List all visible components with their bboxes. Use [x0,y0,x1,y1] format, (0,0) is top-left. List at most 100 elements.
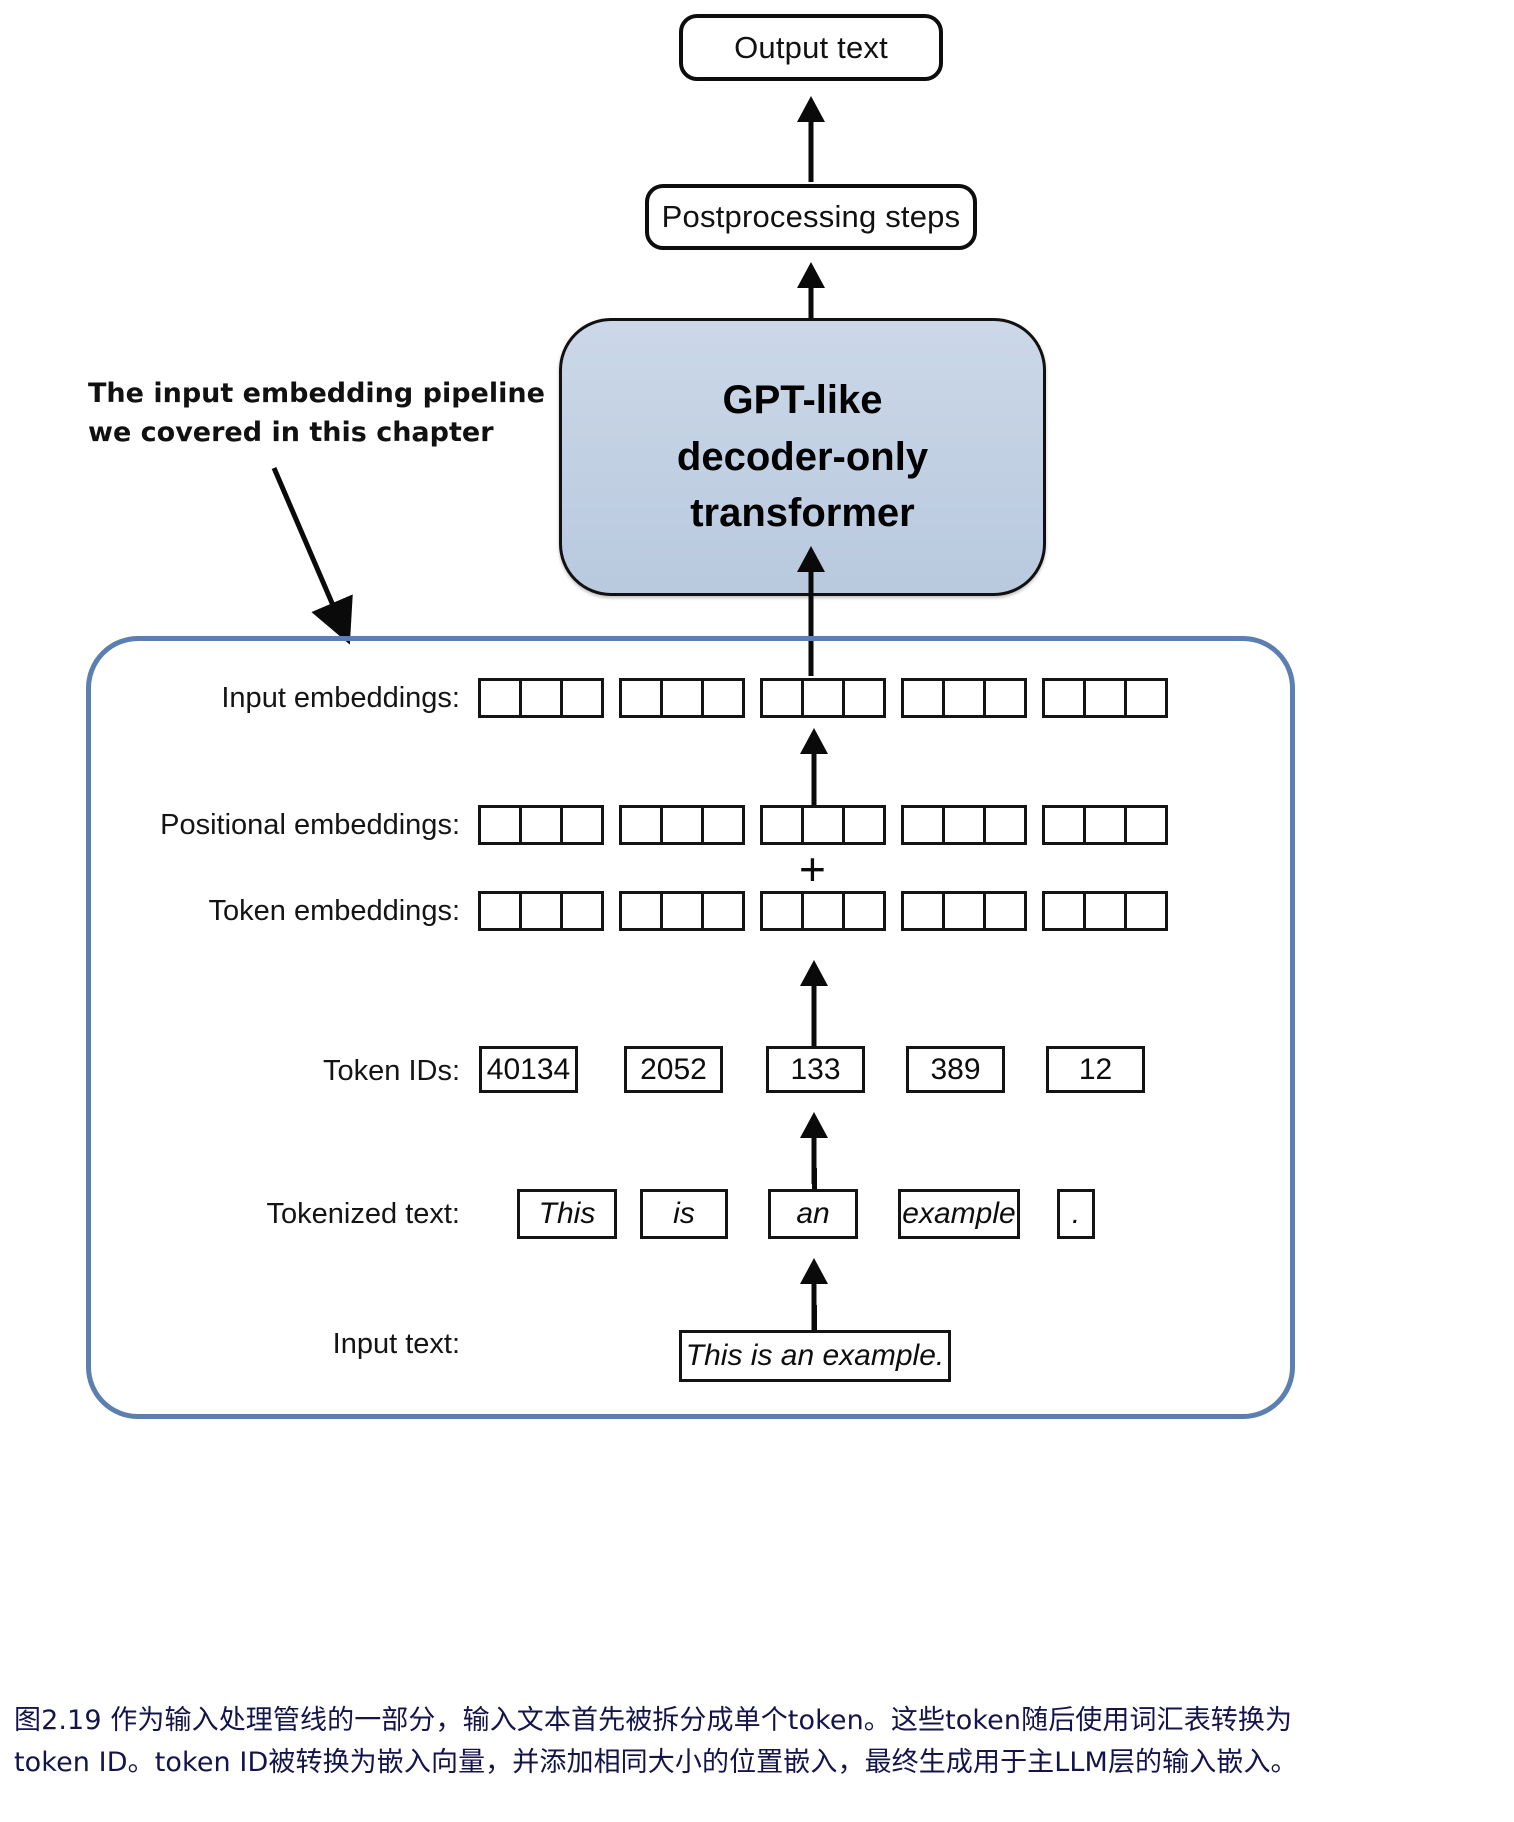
connector-line-tokenized-to-ids [812,1168,817,1192]
positional-embeddings-group-1 [478,805,604,845]
input-embeddings-group-3 [760,678,886,718]
tokenized-text-box-2: is [640,1189,728,1239]
token-id-box-1: 40134 [479,1046,578,1093]
transformer-line-3: transformer [690,491,915,536]
transformer-line-2: decoder-only [676,434,929,479]
embedding-cell [760,805,804,845]
embedding-cell [701,678,745,718]
embedding-cell [901,678,945,718]
tokenized-text-box-4: example [898,1189,1020,1239]
arrow-shaft [808,118,814,182]
embedding-cell [901,891,945,931]
arrow-shaft [808,568,814,676]
arrow-head-icon [800,1112,828,1138]
embedding-cell [701,805,745,845]
embedding-cell [1083,805,1127,845]
embedding-cell [660,891,704,931]
embedding-cell [801,805,845,845]
embedding-cell [1042,805,1086,845]
embedding-cell [942,678,986,718]
token-id-box-3: 133 [766,1046,865,1093]
embedding-cell [560,678,604,718]
row-label-tokenized-text: Tokenized text: [266,1198,460,1230]
embedding-cell [842,805,886,845]
embedding-cell [942,891,986,931]
arrow-shaft [808,284,814,324]
postprocessing-steps-box: Postprocessing steps [645,184,977,250]
embedding-cell [1124,805,1168,845]
embedding-cell [478,678,522,718]
arrow-head-icon [797,546,825,572]
positional-embeddings-group-2 [619,805,745,845]
embedding-cell [619,678,663,718]
embedding-cell [519,678,563,718]
row-label-token-ids: Token IDs: [323,1055,460,1087]
embedding-cell [842,891,886,931]
postprocessing-steps-label: Postprocessing steps [661,199,961,234]
input-text-box: This is an example. [679,1330,951,1382]
tokenized-text-box-3: an [768,1189,858,1239]
embedding-cell [701,891,745,931]
row-label-input-text: Input text: [332,1328,460,1360]
pipeline-annotation: The input embedding pipeline we covered … [88,374,545,452]
embedding-cell [1083,678,1127,718]
token-embeddings-group-3 [760,891,886,931]
arrow-head-icon [800,960,828,986]
arrow-shaft [811,1134,817,1184]
connector-line-input-to-tokenized [812,1305,817,1335]
embedding-cell [983,891,1027,931]
caption-line-2: token ID。token ID被转换为嵌入向量，并添加相同大小的位置嵌入，最… [14,1746,1298,1778]
token-embeddings-group-5 [1042,891,1168,931]
arrow-shaft [811,750,817,806]
embedding-cell [1083,891,1127,931]
embedding-cell [1042,891,1086,931]
embedding-cell [801,678,845,718]
row-label-input-embeddings: Input embeddings: [221,682,460,714]
arrow-head-icon [800,1258,828,1284]
embedding-cell [519,891,563,931]
output-text-box: Output text [679,14,943,81]
transformer-line-1: GPT-like [722,377,883,422]
annotation-line-2: we covered in this chapter [88,417,494,449]
input-embedding-pipeline-container [86,636,1295,1419]
row-label-token-embeddings: Token embeddings: [208,895,461,927]
embedding-cell [1124,891,1168,931]
arrow-head-icon [800,728,828,754]
embedding-cell [660,805,704,845]
plus-operator-icon: + [799,843,826,895]
token-embeddings-group-4 [901,891,1027,931]
token-id-box-4: 389 [906,1046,1005,1093]
token-embeddings-group-2 [619,891,745,931]
embedding-cell [983,678,1027,718]
embedding-cell [660,678,704,718]
arrow-head-icon [797,262,825,288]
embedding-cell [478,891,522,931]
token-embeddings-group-1 [478,891,604,931]
input-embeddings-group-2 [619,678,745,718]
row-label-positional-embeddings: Positional embeddings: [160,809,460,841]
token-id-box-2: 2052 [624,1046,723,1093]
embedding-cell [983,805,1027,845]
embedding-cell [942,805,986,845]
embedding-cell [519,805,563,845]
token-id-box-5: 12 [1046,1046,1145,1093]
input-embeddings-group-5 [1042,678,1168,718]
positional-embeddings-group-3 [760,805,886,845]
positional-embeddings-group-4 [901,805,1027,845]
input-embeddings-group-1 [478,678,604,718]
arrow-shaft [811,982,817,1048]
tokenized-text-box-1: This [517,1189,617,1239]
embedding-cell [478,805,522,845]
embedding-cell [801,891,845,931]
embedding-cell [1124,678,1168,718]
output-text-label: Output text [734,29,888,65]
annotation-pointer-arrow [271,467,353,645]
embedding-cell [560,805,604,845]
embedding-cell [760,891,804,931]
input-embeddings-group-4 [901,678,1027,718]
embedding-cell [560,891,604,931]
embedding-cell [619,891,663,931]
figure-caption: 图2.19 作为输入处理管线的一部分，输入文本首先被拆分成单个token。这些t… [14,1700,1504,1784]
embedding-cell [842,678,886,718]
